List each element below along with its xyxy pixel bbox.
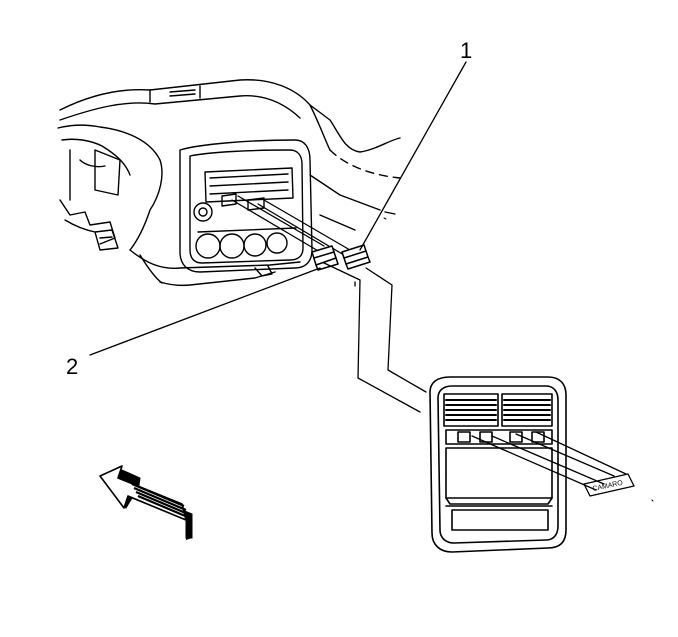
leader-line-1 (359, 61, 467, 251)
badge-harness (471, 431, 627, 491)
leader-line-2 (89, 267, 321, 356)
instrument-panel (57, 79, 401, 287)
leader-lines (89, 61, 467, 356)
callout-1: 1 (460, 38, 472, 63)
connector-2 (311, 245, 339, 271)
camaro-badge: CAMARO (583, 473, 635, 497)
connector-1 (341, 244, 371, 270)
callout-2: 2 (66, 354, 78, 379)
center-trim-plate (429, 376, 567, 553)
wiring-harness (231, 195, 427, 413)
direction-arrow-icon (99, 465, 193, 540)
stray-marks (383, 217, 654, 502)
